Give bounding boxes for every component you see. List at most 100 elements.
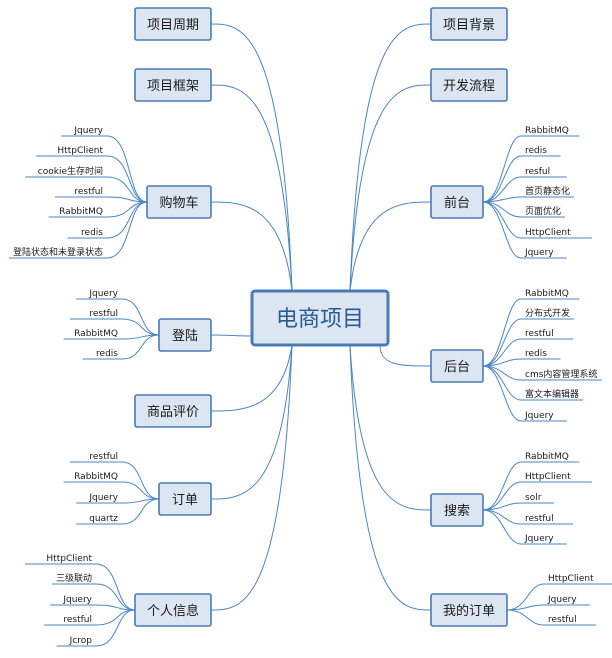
leaf-sousuo-2[interactable]: solr [521,493,555,504]
connector-denglu [210,334,253,337]
leaf-dingdan-1[interactable]: RabbitMQ [63,472,122,483]
leaf-label: quartz [89,514,118,524]
leaf-connector [106,155,148,203]
leaf-sousuo-0[interactable]: RabbitMQ [521,452,580,463]
leaf-qiantai-0[interactable]: RabbitMQ [521,126,580,137]
leaf-houtai-3[interactable]: redis [521,349,561,360]
leaf-qiantai-3[interactable]: 首页静态化 [521,185,574,198]
leaf-label: RabbitMQ [74,472,118,482]
leaf-geren-xinxi-0[interactable]: HttpClient [25,554,96,565]
leaf-label: restful [74,187,103,197]
branch-node-box [146,185,212,219]
branch-node-gouwuche[interactable]: 购物车 [146,185,212,219]
connector-xiangmu-kuangjia [210,84,293,292]
leaf-label: HttpClient [548,574,594,584]
leaf-label: 富文本编辑器 [525,388,579,400]
leaf-dingdan-3[interactable]: quartz [76,514,122,525]
leaf-geren-xinxi-3[interactable]: restful [43,615,96,626]
leaf-label: restful [548,615,577,625]
leaf-connector [106,201,148,239]
branch-node-box [430,185,484,219]
branch-node-box [134,7,212,41]
leaf-label: 首页静态化 [525,185,570,197]
branch-node-wode-dingdan[interactable]: 我的订单 [430,593,508,627]
leaf-label: Jquery [73,126,103,136]
leaf-qiantai-2[interactable]: resful [521,167,567,178]
branch-node-dingdan[interactable]: 订单 [158,482,212,516]
branch-node-xiangmu-kuangjia[interactable]: 项目框架 [134,68,212,102]
leaf-label: restful [89,452,118,462]
leaf-label: restful [525,514,554,524]
leaf-gouwuche-2[interactable]: cookie生存时间 [25,165,107,178]
leaf-connector [482,135,522,203]
leaf-connector [482,298,522,367]
leaf-sousuo-1[interactable]: HttpClient [521,472,592,483]
leaf-connector [482,338,522,367]
leaf-qiantai-1[interactable]: redis [521,146,561,157]
connector-dingdan [210,344,293,500]
leaf-label: Jquery [547,595,577,605]
branch-node-box [134,593,212,627]
leaf-connector [482,509,522,545]
branch-node-shangpin-pingjia[interactable]: 商品评价 [134,394,212,428]
leaf-qiantai-5[interactable]: HttpClient [521,228,592,239]
leaf-houtai-5[interactable]: 富文本编辑器 [521,388,583,401]
branch-node-box [158,482,212,516]
leaf-denglu-0[interactable]: Jquery [76,289,122,300]
leaf-houtai-4[interactable]: cms内容管理系统 [521,368,602,381]
branch-node-label: 项目周期 [147,18,199,33]
leaf-qiantai-6[interactable]: Jquery [521,248,567,259]
leaf-dingdan-0[interactable]: restful [69,452,122,463]
branch-node-label: 搜索 [444,504,470,519]
center-node-label: 电商项目 [276,307,364,332]
leaf-connector [482,509,522,525]
leaf-wode-dingdan-1[interactable]: Jquery [544,595,590,606]
connector-houtai [379,344,432,367]
leaf-connector [482,365,522,422]
leaf-dingdan-2[interactable]: Jquery [76,493,122,504]
leaf-connector [121,334,160,360]
branch-node-houtai[interactable]: 后台 [430,349,484,383]
leaf-gouwuche-4[interactable]: RabbitMQ [48,207,107,218]
leaf-gouwuche-5[interactable]: redis [67,228,108,239]
leaf-gouwuche-0[interactable]: Jquery [61,126,107,137]
leaf-label: 三级联动 [56,572,92,584]
leaf-denglu-2[interactable]: RabbitMQ [63,329,122,340]
leaf-label: HttpClient [57,146,103,156]
leaf-houtai-6[interactable]: Jquery [521,411,567,422]
center-node-box[interactable] [250,289,390,347]
branch-node-label: 个人信息 [147,603,199,619]
leaf-layer: JqueryHttpClientcookie生存时间restfulRabbitM… [9,126,612,647]
leaf-sousuo-3[interactable]: restful [521,514,574,525]
branch-node-xiangmu-zhouqi[interactable]: 项目周期 [134,7,212,41]
leaf-connector [121,318,160,336]
leaf-geren-xinxi-4[interactable]: Jcrop [56,636,97,647]
leaf-sousuo-4[interactable]: Jquery [521,534,567,545]
leaf-gouwuche-3[interactable]: restful [54,187,107,198]
leaf-wode-dingdan-2[interactable]: restful [544,615,597,626]
branch-node-geren-xinxi[interactable]: 个人信息 [134,593,212,627]
leaf-geren-xinxi-2[interactable]: Jquery [50,595,96,606]
branch-node-qiantai[interactable]: 前台 [430,185,484,219]
leaf-denglu-3[interactable]: redis [82,349,123,360]
branch-node-label: 我的订单 [443,603,495,619]
branch-node-box [430,493,484,527]
leaf-wode-dingdan-0[interactable]: HttpClient [544,574,612,585]
leaf-houtai-2[interactable]: restful [521,329,574,340]
connector-layer [95,23,545,647]
leaf-connector [482,201,522,239]
branch-node-denglu[interactable]: 登陆 [158,318,212,352]
leaf-houtai-0[interactable]: RabbitMQ [521,289,580,300]
leaf-connector [95,583,136,611]
branch-node-xiangmu-beijing[interactable]: 项目背景 [430,7,508,41]
leaf-gouwuche-6[interactable]: 登陆状态和未登录状态 [9,246,107,259]
branch-node-kaifa-liucheng[interactable]: 开发流程 [430,68,508,102]
leaf-gouwuche-1[interactable]: HttpClient [36,146,107,157]
leaf-houtai-1[interactable]: 分布式开发 [521,307,574,320]
leaf-qiantai-4[interactable]: 页面优化 [521,205,565,218]
leaf-denglu-1[interactable]: restful [69,309,122,320]
leaf-geren-xinxi-1[interactable]: 三级联动 [52,572,96,585]
branch-node-sousuo[interactable]: 搜索 [430,493,484,527]
leaf-label: 登陆状态和未登录状态 [13,246,103,258]
leaf-label: restful [89,309,118,319]
